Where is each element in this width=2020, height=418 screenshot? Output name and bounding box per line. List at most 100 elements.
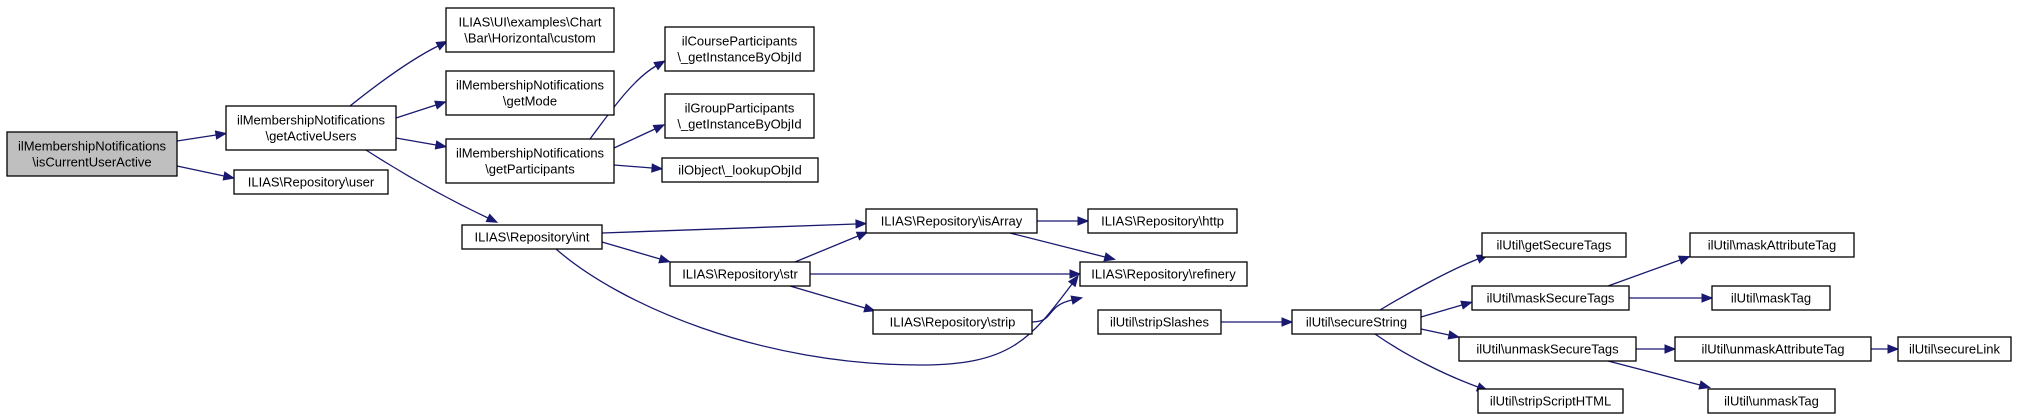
node-courseParticipants[interactable]: ilCourseParticipants\_getInstanceByObjId — [664, 26, 815, 72]
node-label-line: ILIAS\Repository\isArray — [881, 214, 1023, 229]
node-repoRefinery[interactable]: ILIAS\Repository\refinery — [1079, 261, 1248, 287]
node-box — [1079, 261, 1248, 287]
node-label-line: ilUtil\stripSlashes — [1110, 315, 1209, 330]
edge-line — [1379, 258, 1479, 311]
node-getParticipants[interactable]: ilMembershipNotifications\getParticipant… — [445, 138, 615, 184]
edges-layer — [176, 40, 1900, 392]
node-maskTag[interactable]: ilUtil\maskTag — [1711, 285, 1831, 311]
edge-arrowhead — [485, 213, 499, 223]
node-secureLink[interactable]: ilUtil\secureLink — [1897, 336, 2012, 362]
node-getActiveUsers[interactable]: ilMembershipNotifications\getActiveUsers — [225, 105, 397, 151]
edge-root-to-getActiveUsers — [176, 130, 228, 142]
edge-root-to-repoUser — [176, 165, 236, 181]
node-repoStr[interactable]: ILIAS\Repository\str — [669, 261, 811, 287]
node-label-line: ilCourseParticipants — [682, 34, 798, 49]
edge-line — [1420, 328, 1450, 336]
edge-arrowhead — [434, 140, 448, 150]
edge-line — [395, 104, 437, 119]
node-label-line: ilUtil\secureString — [1306, 315, 1407, 330]
node-label-line: \_getInstanceByObjId — [677, 117, 801, 132]
edge-line — [176, 165, 225, 177]
edge-unmaskSecureTags-to-unmaskAttributeTag — [1636, 344, 1677, 354]
edge-secureString-to-unmaskSecureTags — [1420, 328, 1461, 340]
edge-arrowhead — [1701, 293, 1714, 303]
edge-arrowhead — [652, 124, 666, 134]
node-label-line: ilUtil\unmaskSecureTags — [1476, 342, 1619, 357]
node-box — [865, 208, 1038, 234]
edge-line — [1009, 232, 1106, 258]
node-box — [445, 70, 615, 116]
node-box — [1897, 336, 2012, 362]
edge-unmaskSecureTags-to-unmaskTag — [1607, 360, 1711, 390]
edge-arrowhead — [1460, 300, 1473, 310]
node-box — [1471, 285, 1630, 311]
edge-repoIsArray-to-repoRefinery — [1009, 232, 1116, 262]
edge-arrowhead — [653, 60, 666, 71]
edge-line — [555, 248, 1073, 366]
edge-arrowhead — [855, 219, 868, 229]
node-repoStrip[interactable]: ILIAS\Repository\strip — [872, 309, 1033, 335]
node-maskSecureTags[interactable]: ilUtil\maskSecureTags — [1471, 285, 1630, 311]
node-getSecureTags[interactable]: ilUtil\getSecureTags — [1481, 232, 1627, 258]
edge-line — [613, 164, 653, 169]
node-unmaskSecureTags[interactable]: ilUtil\unmaskSecureTags — [1458, 336, 1637, 362]
node-repoInt[interactable]: ILIAS\Repository\int — [461, 224, 603, 250]
edge-repoStr-to-repoIsArray — [794, 231, 869, 263]
node-box — [461, 224, 603, 250]
edge-line — [1031, 299, 1073, 323]
edge-repoInt-to-repoRefinery — [555, 248, 1079, 366]
edge-repoInt-to-repoStr — [601, 241, 671, 264]
node-getMode[interactable]: ilMembershipNotifications\getMode — [445, 70, 615, 116]
edge-arrowhead — [1677, 255, 1691, 265]
edge-line — [365, 149, 489, 219]
node-box — [445, 138, 615, 184]
node-unmaskTag[interactable]: ilUtil\unmaskTag — [1707, 388, 1836, 414]
node-maskAttributeTag[interactable]: ilUtil\maskAttributeTag — [1689, 232, 1855, 258]
node-stripSlashes[interactable]: ilUtil\stripSlashes — [1097, 309, 1222, 335]
node-box — [225, 105, 397, 151]
node-groupParticipants[interactable]: ilGroupParticipants\_getInstanceByObjId — [664, 93, 815, 139]
edge-getParticipants-to-groupParticipants — [613, 124, 666, 149]
edge-arrowhead — [214, 130, 228, 140]
edge-line — [613, 128, 656, 149]
node-box — [1477, 388, 1624, 414]
edge-arrowhead — [1103, 252, 1116, 262]
node-box — [6, 131, 178, 177]
node-repoIsArray[interactable]: ILIAS\Repository\isArray — [865, 208, 1038, 234]
edge-arrowhead — [1281, 317, 1294, 327]
edge-line — [589, 65, 657, 140]
nodes-layer: ilMembershipNotifications\isCurrentUserA… — [6, 7, 2012, 414]
node-label-line: ilMembershipNotifications — [237, 113, 386, 128]
edge-arrowhead — [222, 171, 236, 181]
edge-line — [1607, 259, 1681, 287]
node-label-line: ILIAS\Repository\user — [248, 175, 375, 190]
node-repoUser[interactable]: ILIAS\Repository\user — [233, 169, 389, 195]
edge-line — [789, 285, 866, 309]
node-box — [233, 169, 389, 195]
edge-getActiveUsers-to-repoInt — [365, 149, 499, 223]
edge-arrowhead — [863, 303, 876, 313]
node-label-line: \_getInstanceByObjId — [677, 50, 801, 65]
edge-repoStr-to-repoStrip — [789, 285, 876, 313]
edge-line — [349, 45, 439, 107]
edge-arrowhead — [1067, 274, 1079, 288]
node-label-line: ILIAS\Repository\int — [475, 230, 590, 245]
node-chartCustom[interactable]: ILIAS\UI\examples\Chart\Bar\Horizontal\c… — [445, 7, 615, 53]
node-repoHttp[interactable]: ILIAS\Repository\http — [1087, 208, 1238, 234]
node-label-line: ILIAS\Repository\refinery — [1091, 267, 1236, 282]
edge-arrowhead — [435, 40, 449, 51]
node-unmaskAttributeTag[interactable]: ilUtil\unmaskAttributeTag — [1674, 336, 1872, 362]
node-label-line: ilUtil\unmaskAttributeTag — [1701, 342, 1844, 357]
edge-repoStr-to-repoRefinery — [810, 269, 1082, 279]
edge-repoStrip-to-stripSlashes — [1031, 295, 1084, 323]
edge-arrowhead — [1070, 295, 1084, 305]
edge-line — [601, 223, 857, 234]
edge-arrowhead — [1698, 380, 1711, 390]
node-label-line: ilMembershipNotifications — [456, 146, 605, 161]
node-secureString[interactable]: ilUtil\secureString — [1291, 309, 1422, 335]
node-lookupObjId[interactable]: ilObject\_lookupObjId — [661, 157, 819, 183]
node-stripScriptHTML[interactable]: ilUtil\stripScriptHTML — [1477, 388, 1624, 414]
node-label-line: ilUtil\maskSecureTags — [1487, 291, 1615, 306]
node-label-line: \getMode — [503, 94, 557, 109]
node-label-line: ILIAS\Repository\strip — [890, 315, 1016, 330]
